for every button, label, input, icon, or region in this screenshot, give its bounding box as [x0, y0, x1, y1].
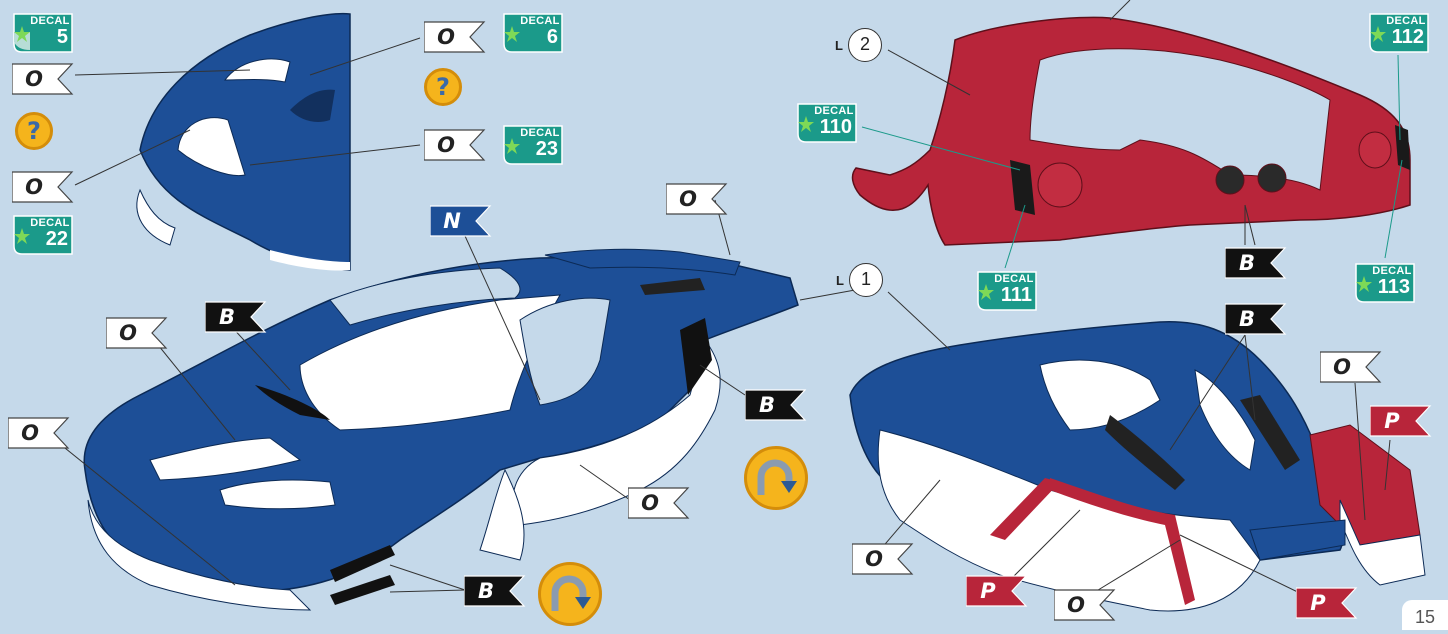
part-ref-prefix: L	[835, 38, 843, 53]
decal-number: 112	[1380, 26, 1430, 49]
paint-code: B	[1225, 302, 1269, 336]
rotate-icon	[538, 562, 602, 626]
paint-code: O	[852, 542, 896, 576]
paint-code: O	[12, 62, 56, 96]
decal-113: DECAL 113	[1350, 262, 1416, 304]
question-icon: ?	[15, 112, 53, 150]
main-body-shell	[84, 249, 798, 610]
decal-number: 23	[514, 138, 564, 161]
paint-code: B	[1225, 246, 1269, 280]
decal-number: 5	[24, 26, 74, 49]
paint-code: O	[106, 316, 150, 350]
rear-frame-red-part	[853, 17, 1410, 245]
question-mark: ?	[18, 115, 50, 147]
part-ref-number: 2	[848, 28, 882, 62]
decal-6: DECAL 6	[498, 12, 564, 54]
part-ref-number: 1	[849, 263, 883, 297]
paint-code: P	[1370, 404, 1414, 438]
page-number: 15	[1402, 600, 1448, 630]
decal-number: 6	[514, 26, 564, 49]
part-ref-1: L 1	[836, 263, 883, 297]
decal-number: 22	[24, 228, 74, 251]
question-icon: ?	[424, 68, 462, 106]
paint-code: P	[966, 574, 1010, 608]
decal-110: DECAL 110	[792, 102, 858, 144]
paint-code: B	[464, 574, 508, 608]
paint-code: P	[1296, 586, 1340, 620]
front-hood-part	[137, 14, 350, 271]
decal-111: DECAL 111	[972, 270, 1038, 312]
decal-23: DECAL 23	[498, 124, 564, 166]
part-ref-2: L 2	[835, 28, 882, 62]
decal-number: 110	[808, 116, 858, 139]
paint-code: B	[205, 300, 249, 334]
part-ref-prefix: L	[836, 273, 844, 288]
decal-112: DECAL 112	[1364, 12, 1430, 54]
rotate-icon	[744, 446, 808, 510]
decal-number: 113	[1366, 276, 1416, 299]
paint-code: O	[1320, 350, 1364, 384]
paint-code: O	[8, 416, 52, 450]
paint-code: O	[1054, 588, 1098, 622]
decal-5: DECAL 5	[8, 12, 74, 54]
paint-code: O	[666, 182, 710, 216]
paint-code: B	[745, 388, 789, 422]
decal-22: DECAL 22	[8, 214, 74, 256]
decal-number: 111	[988, 284, 1038, 307]
paint-code: O	[12, 170, 56, 204]
paint-code: N	[430, 204, 474, 238]
paint-code: O	[424, 20, 468, 54]
paint-code: O	[424, 128, 468, 162]
paint-code: O	[628, 486, 672, 520]
question-mark: ?	[427, 71, 459, 103]
